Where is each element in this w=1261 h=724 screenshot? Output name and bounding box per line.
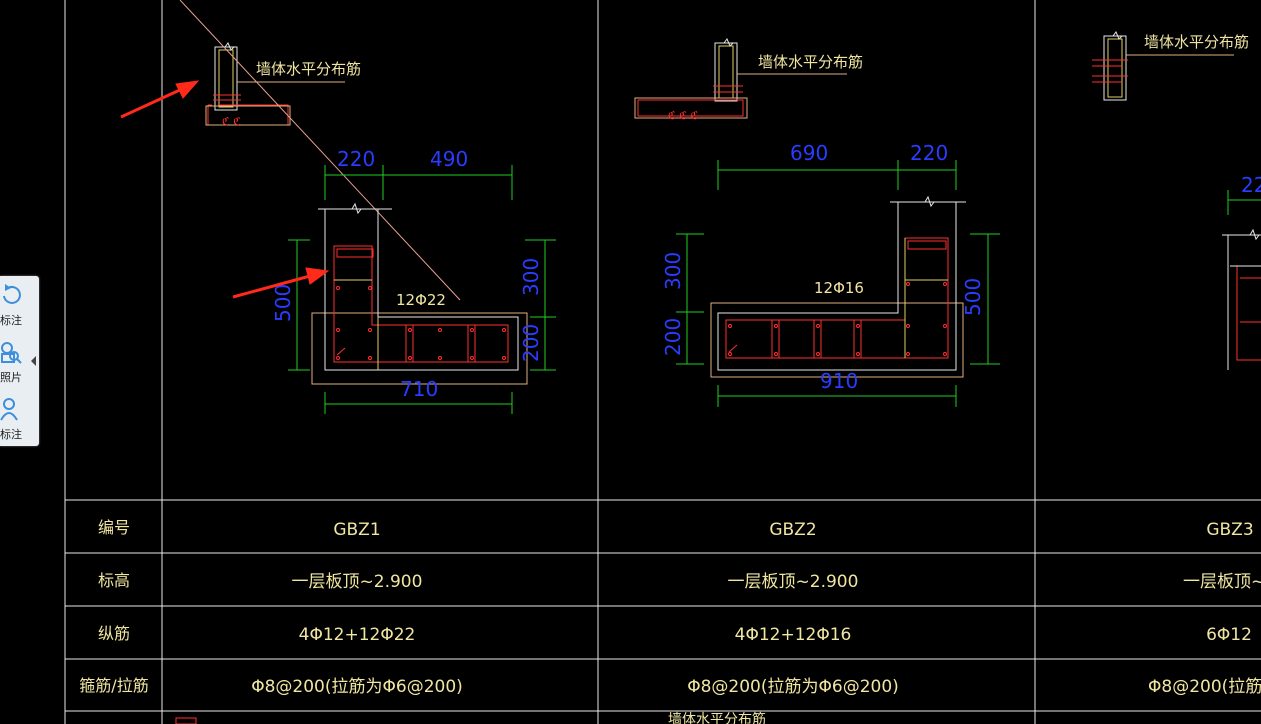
side-item-photo[interactable]: 照片 [0,333,39,389]
gbz2-rebar-cage [725,237,949,359]
gbz1-dim-bottom: 710 [400,377,438,401]
table-cell-gbz3-longitudinal: 6Φ12 [1206,625,1252,645]
gbz1-dim-top-right: 490 [430,147,468,171]
gbz2-rebar-label: 12Φ16 [814,279,864,297]
table-cell-gbz2-id: GBZ2 [769,520,816,540]
table-cell-gbz3-elevation: 一层板顶~2.9 [1183,572,1261,592]
table-header-id: 编号 [98,518,130,537]
annotation-arrows [120,80,330,299]
side-item-label: 标注 [0,314,22,327]
gbz1-rebar-note: 墙体水平分布筋 [256,60,361,78]
side-item-annotate-user[interactable]: 标注 [0,390,39,446]
table-header-stirrup: 箍筋/拉筋 [79,676,148,695]
svg-text:ℭ ℭ: ℭ ℭ [222,115,241,128]
table-text: 编号 标高 纵筋 箍筋/拉筋 GBZ1 GBZ2 GBZ3 一层板顶~2.900… [79,518,1261,724]
table-cell-gbz2-stirrup: Φ8@200(拉筋为Φ6@200) [687,677,899,697]
refresh-icon [3,284,21,304]
table-cell-gbz1-id: GBZ1 [333,520,380,540]
gbz1-dim-right-upper: 300 [519,258,543,296]
table-cell-gbz3-id: GBZ3 [1206,520,1253,540]
gbz1-diagonal-line [179,0,461,301]
gbz2-dim-left-upper: 300 [661,252,685,290]
table-cell-gbz2-longitudinal: 4Φ12+12Φ16 [735,625,852,645]
gbz1-rebar-sketch: ℭ ℭ 墙体水平分布筋 [205,42,361,128]
gbz1-dim-top-left: 220 [337,147,375,171]
gbz2-outline [710,302,964,378]
gbz1-dim-right-lower: 200 [519,324,543,362]
gbz1-column-outline [324,208,519,371]
gbz1-dim-left: 500 [271,284,295,322]
side-item-label: 标注 [0,428,22,441]
gbz2-dim-left-lower: 200 [661,318,685,356]
gbz3-dim-top-left: 22 [1241,173,1261,197]
table-grid [64,0,1261,724]
gbz2-rebar-note: 墙体水平分布筋 [758,53,863,71]
gbz1-detail: ℭ ℭ 墙体水平分布筋 12Φ22 [120,0,556,414]
table-header-elevation: 标高 [98,571,130,590]
side-item-label: 照片 [0,371,22,384]
person-icon [0,398,18,421]
gbz1-dimension-lines [288,165,556,414]
photo-search-icon [1,342,22,364]
table-cell-gbz1-longitudinal: 4Φ12+12Φ22 [299,625,416,645]
gbz3-rebar-note: 墙体水平分布筋 [1144,33,1249,51]
gbz2-rebar-sketch: ℭ ℭ ℭ 墙体水平分布筋 [634,38,863,122]
gbz1-outline [311,312,528,385]
table-cell-gbz1-stirrup: Φ8@200(拉筋为Φ6@200) [251,677,463,697]
side-item-annotate[interactable]: 标注 [0,276,39,332]
gbz2-detail: ℭ ℭ ℭ 墙体水平分布筋 12Φ16 [634,38,1000,407]
gbz3-rebar-sketch: 墙体水平分布筋 [1092,31,1249,101]
gbz1-rebar-label: 12Φ22 [396,291,446,309]
annotation-arrow-lower [232,274,311,299]
bottom-cropped-note: 墙体水平分布筋 [668,711,766,724]
table-cell-gbz1-elevation: 一层板顶~2.900 [292,572,423,592]
table-cell-gbz3-stirrup: Φ8@200(拉筋为 [1148,677,1261,697]
gbz1-rebar-cage [333,245,509,363]
gbz3-detail: 墙体水平分布筋 22 [1092,31,1261,370]
gbz2-dim-bottom: 910 [820,369,858,393]
svg-text:ℭ ℭ ℭ: ℭ ℭ ℭ [668,109,698,122]
gbz2-dim-top-left: 690 [790,141,828,165]
table-header-longitudinal: 纵筋 [98,624,130,643]
table-cell-gbz2-elevation: 一层板顶~2.900 [728,572,859,592]
gbz2-dimension-lines [676,160,1000,407]
gbz2-dim-top-right: 220 [910,141,948,165]
collapse-panel-arrow-icon[interactable] [29,354,39,368]
annotation-arrow-upper [120,87,183,119]
gbz2-dim-right: 500 [961,278,985,316]
